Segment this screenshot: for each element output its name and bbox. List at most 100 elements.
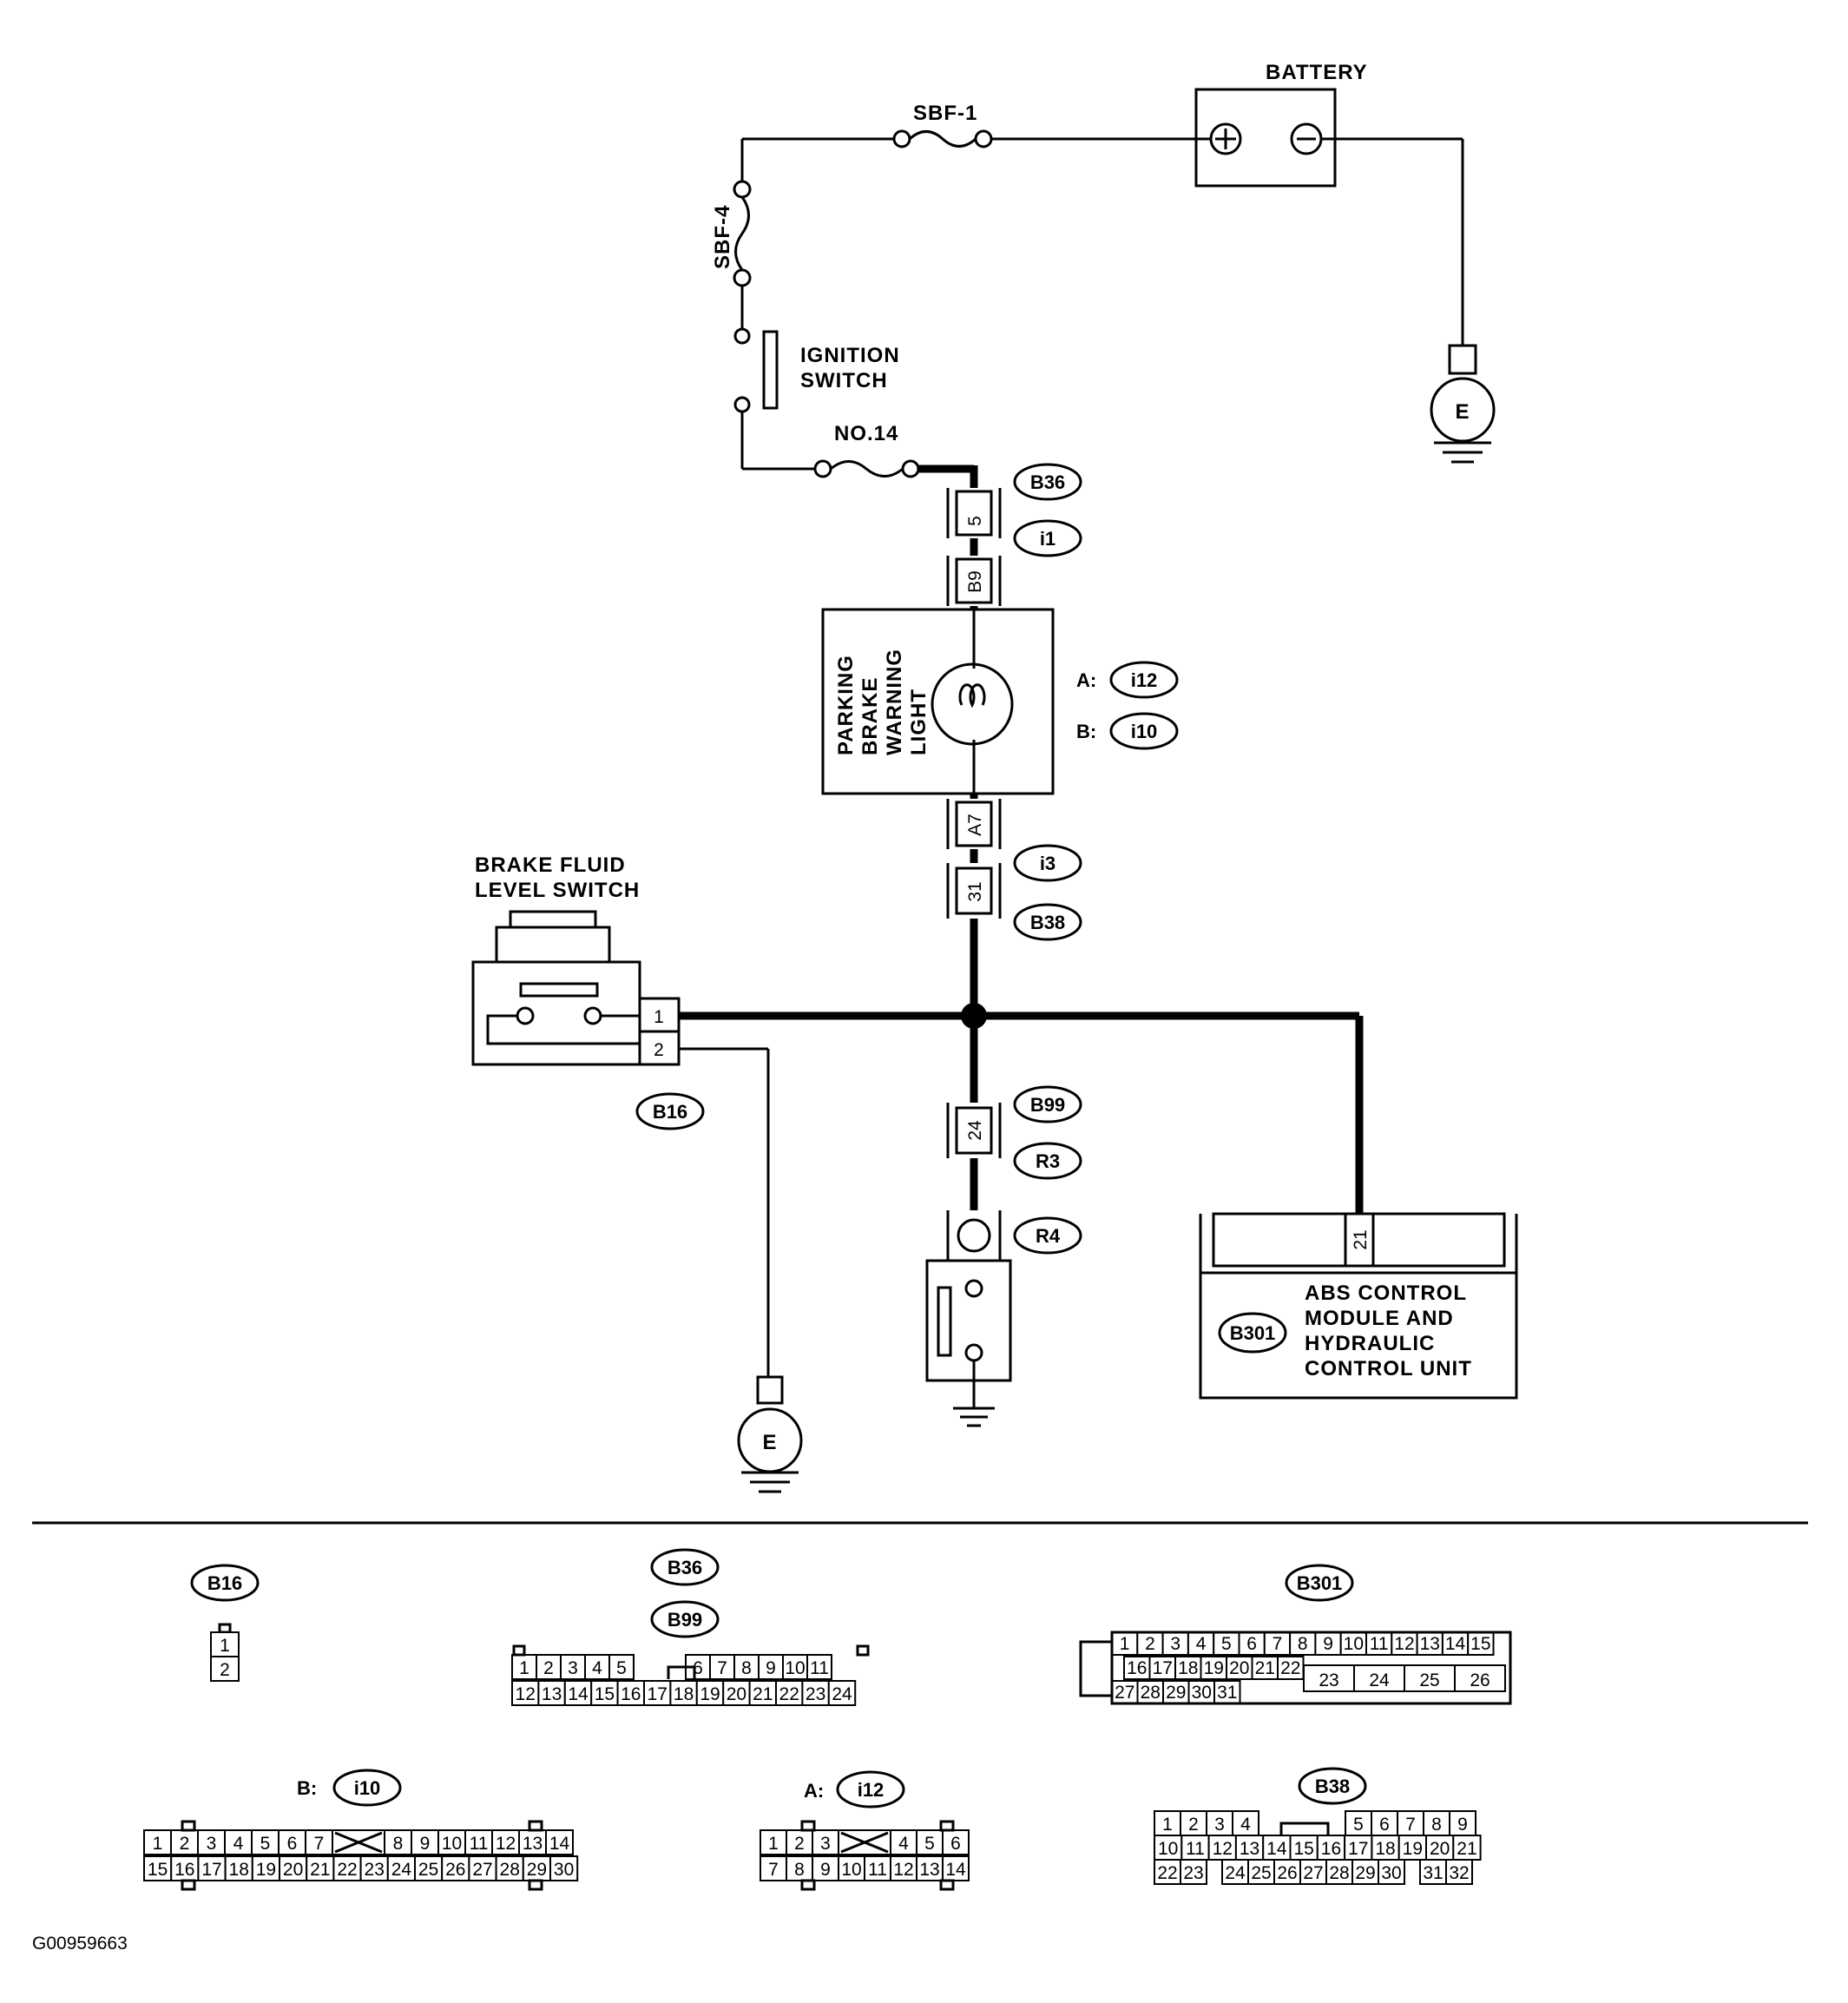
pin-number: 31 bbox=[1423, 1863, 1443, 1883]
pin-number: 3 bbox=[1214, 1815, 1225, 1835]
svg-text:R4: R4 bbox=[1036, 1225, 1061, 1247]
svg-text:R3: R3 bbox=[1036, 1150, 1060, 1172]
svg-text:B:: B: bbox=[297, 1777, 317, 1799]
pin-number: 20 bbox=[1229, 1658, 1249, 1678]
pin-number: 31 bbox=[1217, 1683, 1237, 1703]
pin-cell bbox=[1467, 1631, 1495, 1656]
pin-number: 25 bbox=[418, 1860, 438, 1880]
fuse-no14: NO.14 bbox=[813, 422, 920, 478]
pin-cell bbox=[584, 1654, 610, 1680]
pin-number: 14 bbox=[1445, 1634, 1466, 1654]
battery: BATTERY bbox=[1194, 61, 1367, 188]
svg-text:LEVEL SWITCH: LEVEL SWITCH bbox=[475, 879, 640, 902]
pin-cell bbox=[1174, 1656, 1202, 1680]
pin-cell bbox=[806, 1654, 832, 1680]
pin-cell bbox=[1154, 1859, 1181, 1885]
svg-text:A:: A: bbox=[804, 1780, 824, 1802]
unused-pin-mark bbox=[334, 1831, 383, 1854]
pin-cell bbox=[332, 1855, 362, 1881]
svg-text:i12: i12 bbox=[858, 1779, 885, 1801]
pin-number: 1 bbox=[768, 1834, 779, 1854]
pin-cell bbox=[1262, 1835, 1292, 1861]
pin-number: 13 bbox=[542, 1684, 562, 1704]
pin-number: 17 bbox=[1348, 1839, 1368, 1859]
pin-number: 16 bbox=[1321, 1839, 1341, 1859]
svg-text:ABS CONTROL: ABS CONTROL bbox=[1305, 1282, 1467, 1305]
pin-cell bbox=[1289, 1631, 1317, 1656]
pin-cell bbox=[441, 1855, 470, 1881]
pin-cell bbox=[1123, 1656, 1151, 1680]
pin-cell bbox=[827, 1680, 857, 1706]
pin-cell bbox=[251, 1829, 280, 1855]
pin-number: 11 bbox=[868, 1860, 887, 1880]
pin-number: 4 bbox=[1240, 1815, 1251, 1835]
svg-text:HYDRAULIC: HYDRAULIC bbox=[1305, 1332, 1435, 1355]
pin-cell bbox=[760, 1855, 787, 1881]
pin-number: 9 bbox=[1323, 1634, 1333, 1654]
pin-number: 12 bbox=[516, 1684, 536, 1704]
svg-text:2: 2 bbox=[654, 1040, 664, 1060]
pin-number: 15 bbox=[595, 1684, 615, 1704]
pin-number: 25 bbox=[1251, 1863, 1271, 1883]
ground-left: E bbox=[737, 1375, 803, 1493]
pin-number: 4 bbox=[1196, 1634, 1207, 1654]
pin-number: 20 bbox=[1430, 1839, 1450, 1859]
pin-cell bbox=[545, 1829, 574, 1855]
connector-i1-terminal: B9 bbox=[946, 556, 1002, 606]
svg-text:1: 1 bbox=[220, 1636, 230, 1656]
pin-cell bbox=[549, 1855, 579, 1881]
pin-number: 24 bbox=[1369, 1670, 1390, 1690]
pin-number: 3 bbox=[820, 1834, 831, 1854]
pin-cell bbox=[1316, 1835, 1346, 1861]
pin-cell bbox=[1226, 1656, 1253, 1680]
pin-cell bbox=[812, 1829, 839, 1855]
pin-number: 18 bbox=[1375, 1839, 1395, 1859]
pin-number: 3 bbox=[207, 1834, 217, 1854]
pin-cell bbox=[1314, 1631, 1342, 1656]
pin-number: 29 bbox=[1166, 1683, 1186, 1703]
tag-r4: R4 bbox=[1013, 1216, 1082, 1255]
svg-text:A:: A: bbox=[1076, 669, 1096, 691]
tag-i10: B: i10 bbox=[1076, 712, 1179, 750]
pin-number: 26 bbox=[445, 1860, 465, 1880]
pin-number: 1 bbox=[153, 1834, 163, 1854]
pin-number: 23 bbox=[806, 1684, 825, 1704]
pin-number: 27 bbox=[1303, 1863, 1323, 1883]
connector-r4 bbox=[946, 1210, 1002, 1261]
tag-r3: R3 bbox=[1013, 1142, 1082, 1180]
pin-number: 22 bbox=[1157, 1863, 1177, 1883]
pin-cell bbox=[563, 1680, 593, 1706]
connector-b99-terminal: 24 bbox=[946, 1103, 1002, 1158]
pin-cell bbox=[1180, 1835, 1210, 1861]
pin-number: 14 bbox=[549, 1834, 570, 1854]
pin-number: 18 bbox=[1178, 1658, 1198, 1678]
pin-number: 6 bbox=[1246, 1634, 1257, 1654]
svg-text:CONTROL UNIT: CONTROL UNIT bbox=[1305, 1357, 1472, 1380]
b36-pin: 5 bbox=[965, 516, 985, 526]
pin-cell bbox=[359, 1855, 389, 1881]
brake-fluid-level-switch: BRAKE FLUID LEVEL SWITCH 1 2 bbox=[471, 853, 681, 1066]
pin-cell bbox=[695, 1680, 725, 1706]
pin-cell bbox=[411, 1829, 439, 1855]
svg-text:WARNING: WARNING bbox=[883, 649, 906, 755]
pin-number: 8 bbox=[393, 1834, 404, 1854]
pin-cell bbox=[1454, 1664, 1506, 1692]
svg-text:MODULE AND: MODULE AND bbox=[1305, 1307, 1454, 1330]
pin-number: 6 bbox=[950, 1834, 961, 1854]
pin-cell bbox=[251, 1855, 280, 1881]
svg-text:B:: B: bbox=[1076, 721, 1096, 742]
pin-number: 10 bbox=[1158, 1839, 1178, 1859]
pin-cell bbox=[1398, 1835, 1427, 1861]
pin-cell bbox=[1391, 1631, 1418, 1656]
pin-number: 3 bbox=[568, 1658, 578, 1678]
ground-symbol-label: E bbox=[762, 1431, 777, 1454]
pin-cell bbox=[1378, 1859, 1405, 1885]
pin-cell bbox=[748, 1680, 777, 1706]
pin-number: 9 bbox=[766, 1658, 776, 1678]
pin-number: 27 bbox=[1115, 1683, 1134, 1703]
pin-number: 23 bbox=[1183, 1863, 1203, 1883]
pin-cell bbox=[1251, 1656, 1279, 1680]
pin-number: 4 bbox=[592, 1658, 602, 1678]
